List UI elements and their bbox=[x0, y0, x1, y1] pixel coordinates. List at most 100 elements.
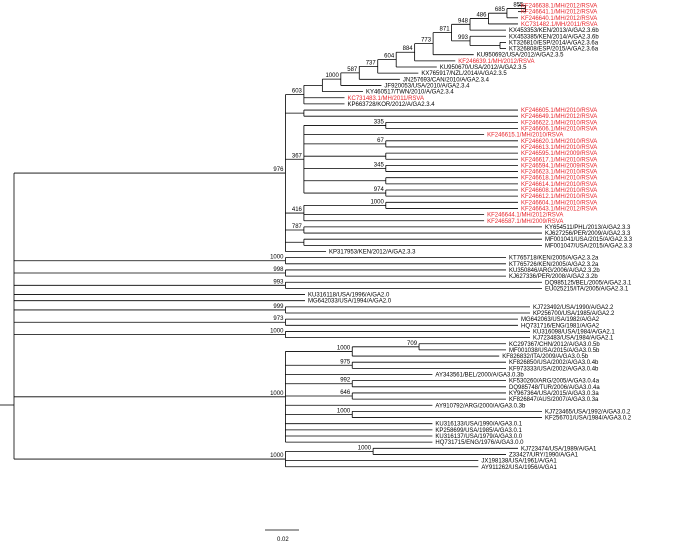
taxon-label: KP258699/USA/1985/A/GA3.0.1 bbox=[435, 428, 522, 434]
taxon-label: AY343561/BEL/2000/A/GA3.0.3b bbox=[435, 373, 524, 379]
tree-branches bbox=[0, 5, 542, 468]
taxon-label: HQ731716/ENG/1981/A/GA2 bbox=[521, 323, 600, 329]
taxon-label: KJ723483/USA/1984/A/GA2.1 bbox=[533, 336, 614, 342]
taxon-label: KU950670/USA/2012/A/GA2.3.5 bbox=[440, 65, 527, 71]
taxon-label: KT765726/KEN/2005/A/GA2.3.2a bbox=[509, 262, 599, 268]
taxon-label: DQ985125/BEL/2005/A/GA2.3.1 bbox=[545, 280, 632, 286]
bootstrap-value: 1000 bbox=[358, 445, 372, 451]
taxon-label: KF246612.1/MH/2010/RSVA bbox=[521, 194, 597, 200]
taxon-label: KY460517/TWN/2010/A/GA2.3.4 bbox=[366, 90, 454, 96]
taxon-label: KF973333/USA/2002/A/GA3.0.4b bbox=[509, 366, 599, 372]
bootstrap-value: 685 bbox=[495, 7, 506, 13]
taxon-label: AY911262/USA/1956/A/GA1 bbox=[481, 465, 557, 471]
taxon-label: AY910792/ARG/2000/A/GA3.0.3b bbox=[435, 403, 526, 409]
taxon-label: MF001041/USA/2015/A/GA2.3.3 bbox=[545, 237, 633, 243]
taxon-label: KT765718/KEN/2005/A/GA2.3.2a bbox=[509, 256, 599, 262]
taxon-label: KF246606.1/MH/2010/RSVA bbox=[521, 127, 597, 133]
bootstrap-value: 1000 bbox=[270, 453, 284, 459]
taxon-label: JF920053/USA/2010/A/GA2.3.4 bbox=[384, 83, 470, 89]
taxon-label: KF826847/AUS/2007/A/GA3.0.3a bbox=[509, 397, 599, 403]
bootstrap-value: 974 bbox=[374, 187, 385, 193]
bootstrap-value: 416 bbox=[292, 207, 303, 213]
taxon-label: KF246623.1/MH/2010/RSVA bbox=[521, 170, 597, 176]
taxon-label: KT326810/ESP/2014/A/GA2.3.6a bbox=[509, 40, 599, 46]
taxon-label: KF246641.1/MH/2012/RSVA bbox=[521, 10, 597, 16]
bootstrap-value: 1000 bbox=[270, 329, 284, 335]
bootstrap-value: 603 bbox=[292, 89, 303, 95]
taxon-label: KY654511/PHL/2013/A/GA2.3.3 bbox=[545, 225, 631, 231]
taxon-label: KU316137/USA/1979/A/GA3.0.0 bbox=[435, 434, 522, 440]
taxon-label: JX198138/USA/1961/A/GA1 bbox=[481, 459, 557, 465]
bootstrap-value: 737 bbox=[366, 60, 377, 66]
taxon-label: KF826832/ITA/2009/A/GA3.0.5b bbox=[502, 354, 589, 360]
bootstrap-value: 1000 bbox=[270, 255, 284, 261]
bootstrap-value: 335 bbox=[374, 119, 385, 125]
taxon-label: KX453385/KEN/2014/A/GA2.3.6b bbox=[509, 34, 599, 40]
taxon-label: KP317953/KEN/2012/A/GA2.3.3 bbox=[329, 250, 416, 256]
bootstrap-value: 948 bbox=[458, 18, 469, 24]
taxon-label: KJ627336/PER/2008/A/GA2.3.2b bbox=[509, 274, 598, 280]
bootstrap-value: 976 bbox=[273, 167, 284, 173]
bootstrap-value: 998 bbox=[273, 267, 284, 273]
taxon-label: KC731482.1/MH/2011/RSVA bbox=[521, 22, 598, 28]
bootstrap-value: 1000 bbox=[370, 199, 384, 205]
taxon-label: KU316118/USA/1996/A/GA2.0 bbox=[308, 293, 390, 299]
bootstrap-value: 975 bbox=[340, 359, 351, 365]
taxon-label: KF246614.1/MH/2010/RSVA bbox=[521, 182, 597, 188]
bootstrap-value: 367 bbox=[292, 153, 303, 159]
bootstrap-value: 1000 bbox=[270, 391, 284, 397]
bootstrap-value: 973 bbox=[273, 316, 284, 322]
taxon-label: HQ731715/ENG/1976/A/GA3.0.0 bbox=[435, 440, 524, 446]
taxon-label: KY967364/USA/2015/A/GA3.0.3a bbox=[509, 391, 599, 397]
taxon-label: KF256701/USA/1984/A/GA3.0.2 bbox=[545, 416, 632, 422]
bootstrap-value: 992 bbox=[340, 378, 351, 384]
taxon-label: MF001038/USA/2015/A/GA3.0.5b bbox=[509, 348, 600, 354]
taxon-label: DQ985748/TUR/2006/A/GA3.0.4a bbox=[509, 385, 600, 391]
taxon-label: KF530260/ARG/2005/A/GA3.0.4a bbox=[509, 379, 600, 385]
bootstrap-value: 773 bbox=[421, 38, 432, 44]
taxon-label: JN257693/CAN/2010/A/GA2.3.4 bbox=[403, 77, 490, 83]
taxon-label: KF246620.1/MH/2010/RSVA bbox=[521, 139, 597, 145]
taxon-label: KU950692/USA/2012/A/GA2.3.5 bbox=[477, 53, 564, 59]
taxon-label: KF246604.1/MH/2010/RSVA bbox=[521, 200, 597, 206]
taxon-label: MG642033/USA/1994/A/GA2.0 bbox=[308, 299, 392, 305]
taxon-label: KT326808/ESP/2015/A/GA2.3.6a bbox=[509, 47, 599, 53]
bootstrap-value: 486 bbox=[476, 13, 487, 19]
taxon-label: KF246595.1/MH/2009/RSVA bbox=[521, 151, 597, 157]
taxon-label: KF246615.1/MH/2010/RSVA bbox=[487, 133, 563, 139]
taxon-label: KF246640.1/MH/2012/RSVA bbox=[521, 16, 597, 22]
bootstrap-value: 1000 bbox=[337, 345, 351, 351]
taxon-label: KC731483.1/MH/2011/RSVA bbox=[348, 96, 425, 102]
taxon-label: KF246587.1/MH/2009/RSVA bbox=[487, 219, 563, 225]
taxon-label: KJ723474/USA/1989/A/GA1 bbox=[521, 446, 597, 452]
taxon-label: MG642063/USA/1982/A/GA2 bbox=[521, 317, 600, 323]
bootstrap-values: 8556854869489938717738846047375871000603… bbox=[270, 3, 524, 459]
taxon-label: KX453353/KEN/2013/A/GA2.3.6b bbox=[509, 28, 599, 34]
taxon-label: KU316098/USA/1984/A/GA2.1 bbox=[533, 329, 615, 335]
taxon-label: KX765917/NZL/2014/A/GA2.3.5 bbox=[421, 71, 507, 77]
taxon-label: KJ723492/USA/1990/A/GA2.2 bbox=[533, 305, 614, 311]
taxon-label: KF246639.1/MH/2012/RSVA bbox=[458, 59, 534, 65]
bootstrap-value: 1000 bbox=[337, 408, 351, 414]
bootstrap-value: 787 bbox=[292, 224, 303, 230]
taxon-label: KF246638.1/MH/2012/RSVA bbox=[521, 4, 597, 10]
taxon-label: EU025215/ITA/2005/A/GA2.3.1 bbox=[545, 286, 629, 292]
bootstrap-value: 871 bbox=[440, 27, 451, 33]
scale-bar: 0.02 bbox=[265, 529, 299, 543]
scale-bar-label: 0.02 bbox=[277, 537, 289, 543]
taxon-label: KF246617.1/MH/2010/RSVA bbox=[521, 157, 597, 163]
taxon-label: KP256700/USA/1985/A/GA2.2 bbox=[533, 311, 615, 317]
taxon-label: MF001047/USA/2015/A/GA2.3.3 bbox=[545, 243, 633, 249]
taxon-label: KF246643.1/MH/2012/RSVA bbox=[521, 206, 597, 212]
taxon-label: KJ627256/PER/2009/A/GA2.3.3 bbox=[545, 231, 631, 237]
bootstrap-value: 345 bbox=[374, 162, 385, 168]
taxon-label: KF246605.1/MH/2010/RSVA bbox=[521, 108, 597, 114]
taxon-label: KF246608.1/MH/2010/RSVA bbox=[521, 188, 597, 194]
bootstrap-value: 993 bbox=[273, 279, 284, 285]
bootstrap-value: 999 bbox=[273, 304, 284, 310]
taxon-label: KJ723465/USA/1992/A/GA3.0.2 bbox=[545, 409, 631, 415]
taxon-label: KF246622.1/MH/2010/RSVA bbox=[521, 120, 597, 126]
taxon-label: KC297367/CHN/2012/A/GA3.0.5b bbox=[509, 342, 600, 348]
taxon-labels: KF246638.1/MH/2012/RSVAKF246641.1/MH/201… bbox=[308, 4, 633, 471]
